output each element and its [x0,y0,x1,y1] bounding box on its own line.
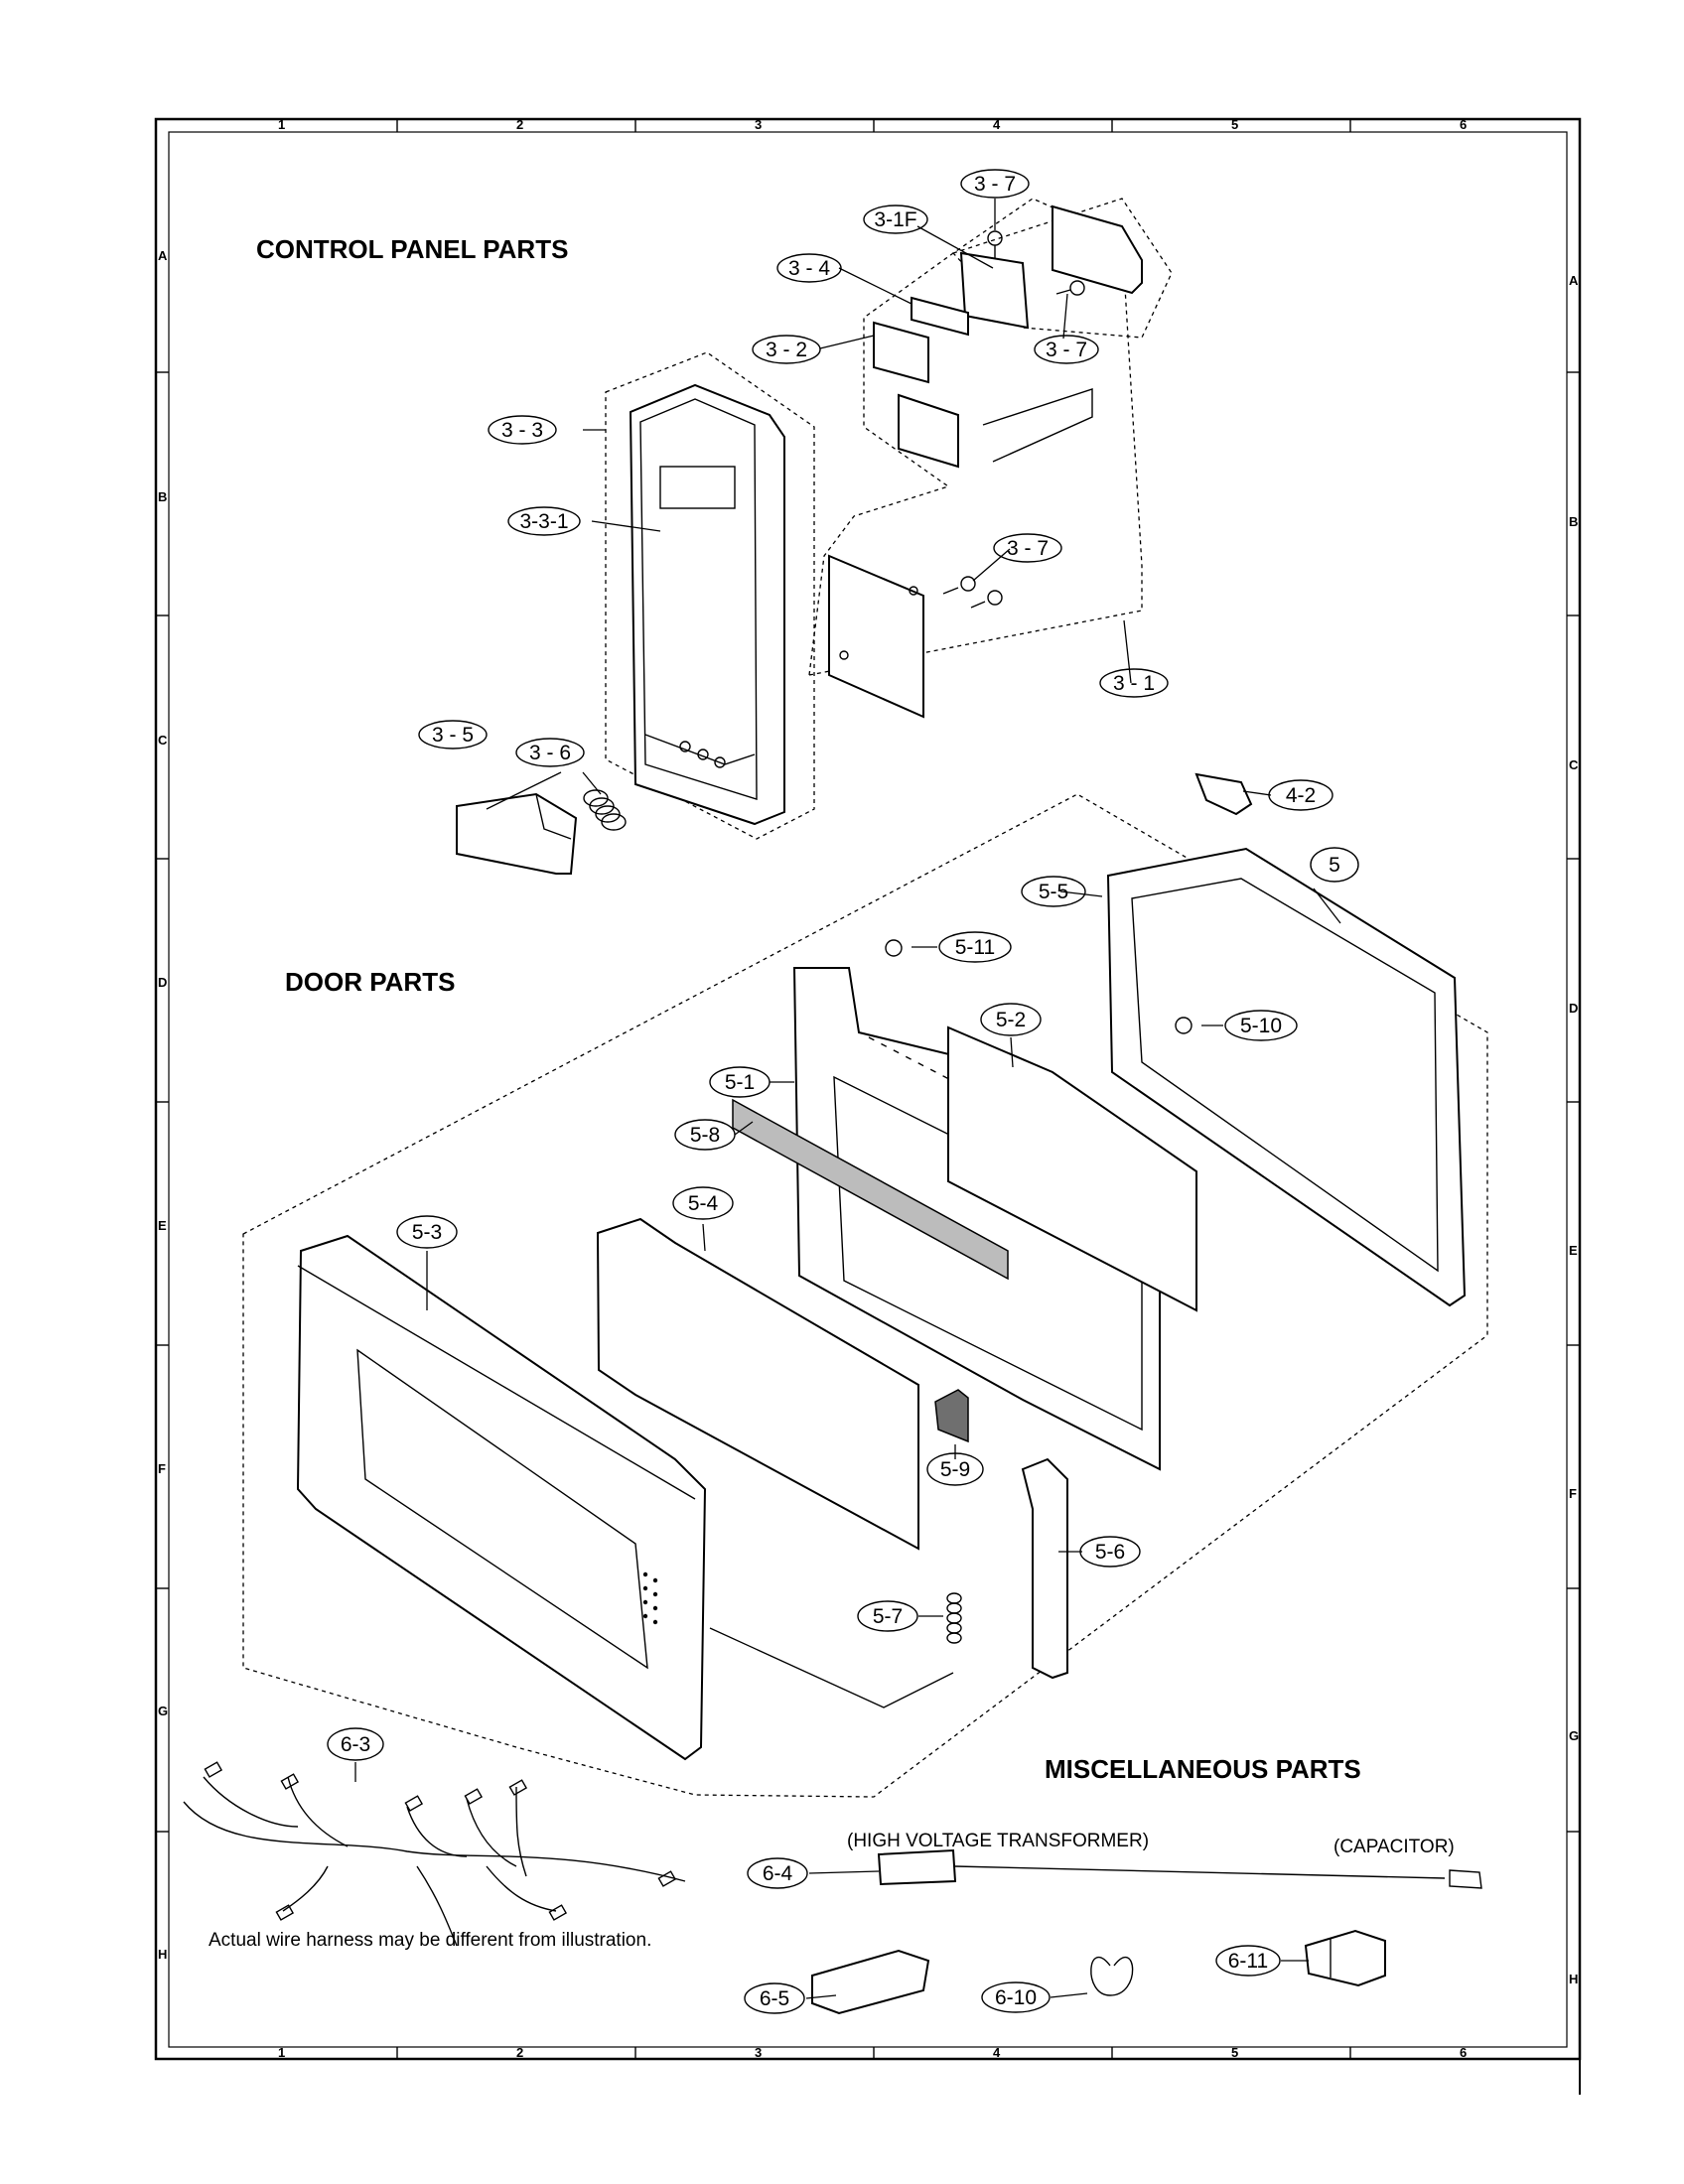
grid-row-g-right: G [1569,1728,1579,1743]
callout-5-10: 5-10 [1224,1010,1298,1041]
callout-5-3: 5-3 [396,1215,458,1249]
grid-row-a-left: A [158,248,168,263]
callout-3-7a: 3 - 7 [960,169,1030,199]
callout-label: 3-1F [874,208,916,231]
grid-row-a-right: A [1569,273,1579,288]
callout-label: 3 - 7 [1046,339,1087,361]
callout-3-7b: 3 - 7 [1034,335,1099,364]
callout-label: 5-1 [725,1071,755,1094]
callout-3-1: 3 - 1 [1099,668,1169,698]
callout-label: 3-3-1 [519,510,568,533]
grid-row-g-left: G [158,1704,168,1718]
callout-6-11: 6-11 [1215,1945,1281,1977]
callout-label: 6-4 [763,1862,793,1885]
grid-row-b-right: B [1569,514,1578,529]
grid-col-4-bottom: 4 [993,2045,1001,2060]
grid-row-h-right: H [1569,1972,1578,1986]
grid-row-e-left: E [158,1218,167,1233]
callout-label: 3 - 7 [974,173,1016,196]
grid-col-2-bottom: 2 [516,2045,523,2060]
grid-row-h-left: H [158,1947,167,1962]
callout-label: 3 - 3 [501,419,543,442]
callout-3-5: 3 - 5 [418,720,488,750]
caption-high-voltage-transformer: (HIGH VOLTAGE TRANSFORMER) [847,1831,1149,1851]
grid-row-f-left: F [158,1461,166,1476]
callout-label: 6-5 [760,1987,789,2010]
grid-row-c-left: C [158,733,168,748]
section-door-parts: DOOR PARTS [285,967,455,997]
callout-3-4: 3 - 4 [776,253,842,283]
callout-6-5: 6-5 [744,1982,805,2014]
callout-5-6: 5-6 [1079,1536,1141,1568]
grid-row-d-left: D [158,975,167,990]
callout-label: 5-7 [873,1605,903,1628]
callout-5-7: 5-7 [857,1600,918,1632]
callout-label: 5-4 [688,1192,719,1215]
section-miscellaneous-parts: MISCELLANEOUS PARTS [1045,1754,1361,1784]
grid-col-1-bottom: 1 [278,2045,285,2060]
door-drawing [242,772,1488,1798]
callout-3-3: 3 - 3 [488,415,557,445]
callout-6-3: 6-3 [327,1727,384,1761]
callout-label: 3 - 5 [432,724,474,747]
caption-wire-harness-note: Actual wire harness may be different fro… [209,1930,651,1951]
callout-label: 6-10 [995,1986,1037,2009]
callout-3-3-1: 3-3-1 [507,506,581,536]
callout-label: 5-2 [996,1009,1026,1031]
callout-label: 5-11 [955,936,995,959]
callout-5-8: 5-8 [674,1119,736,1151]
grid-row-d-right: D [1569,1001,1578,1016]
grid-col-1-top: 1 [278,117,285,132]
callout-5-11: 5-11 [938,931,1012,963]
callout-5: 5 [1310,847,1359,883]
callout-label: 3 - 1 [1113,672,1155,695]
callout-label: 6-3 [341,1733,370,1756]
control-panel-drawing [456,198,1173,875]
grid-col-4-top: 4 [993,117,1001,132]
grid-col-6-bottom: 6 [1460,2045,1467,2060]
misc-drawing [183,1761,1482,2015]
callout-label: 5-10 [1240,1015,1282,1037]
callout-3-6: 3 - 6 [515,738,585,767]
callout-label: 3 - 7 [1007,537,1049,560]
callout-3-1f: 3-1F [863,205,928,234]
callout-5-9: 5-9 [926,1452,984,1486]
callout-label: 5 [1329,854,1340,877]
grid-row-e-right: E [1569,1243,1578,1258]
callout-label: 4-2 [1286,784,1316,807]
grid-col-5-bottom: 5 [1231,2045,1238,2060]
callout-label: 5-9 [940,1458,970,1481]
callout-3-2: 3 - 2 [752,335,821,364]
grid-col-3-top: 3 [755,117,762,132]
callout-label: 3 - 6 [529,742,571,764]
callout-5-4: 5-4 [672,1186,734,1220]
grid-col-2-top: 2 [516,117,523,132]
callout-5-5: 5-5 [1021,876,1086,907]
grid-row-b-left: B [158,489,167,504]
section-control-panel-parts: CONTROL PANEL PARTS [256,234,568,264]
caption-capacitor: (CAPACITOR) [1333,1837,1455,1857]
grid-col-6-top: 6 [1460,117,1467,132]
callout-4-2: 4-2 [1268,779,1333,811]
drawing-frame: 1 2 3 4 5 6 1 2 3 4 5 6 A B C D E F G H … [154,117,1582,2095]
callout-label: 3 - 4 [788,257,830,280]
callout-label: 5-8 [690,1124,720,1147]
callout-5-2: 5-2 [980,1003,1042,1036]
grid-col-5-top: 5 [1231,117,1238,132]
callout-6-10: 6-10 [981,1981,1051,2013]
callout-leaders [354,199,1341,1999]
callout-label: 5-3 [412,1221,442,1244]
callout-label: 6-11 [1228,1950,1268,1973]
grid-row-f-right: F [1569,1486,1577,1501]
callout-label: 3 - 2 [766,339,807,361]
callout-6-4: 6-4 [747,1857,808,1889]
callout-3-7c: 3 - 7 [993,533,1062,563]
grid-col-3-bottom: 3 [755,2045,762,2060]
callout-label: 5-6 [1095,1541,1125,1564]
callout-5-1: 5-1 [709,1066,771,1098]
callout-label: 5-5 [1039,881,1068,903]
grid-row-c-right: C [1569,757,1579,772]
